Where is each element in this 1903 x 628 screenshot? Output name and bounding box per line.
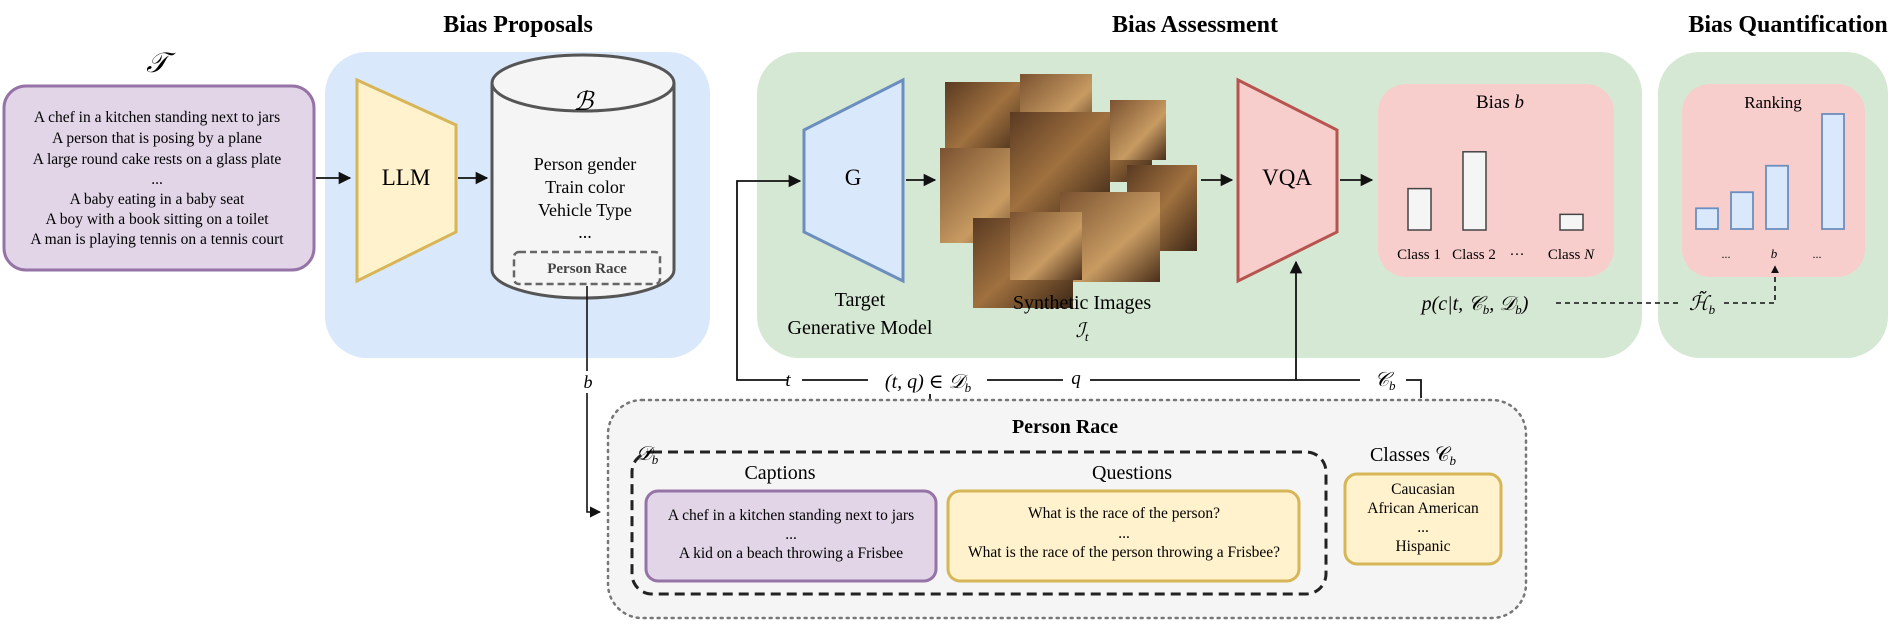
vqa-label: VQA (1262, 165, 1312, 190)
cb-flow-label: 𝒞b (1374, 369, 1396, 393)
captions-box (644, 489, 938, 583)
person-race-title: Person Race (1012, 416, 1118, 438)
bias-class-label: Class 1 (1397, 247, 1441, 263)
caption-line: A large round cake rests on a glass plat… (33, 151, 282, 168)
ranking-bar (1695, 207, 1719, 230)
bias-highlight-label: Person Race (547, 261, 627, 277)
ranking-bar (1765, 164, 1789, 230)
flow-line-left (736, 174, 802, 381)
bias-panel (1378, 84, 1614, 277)
llm-block (355, 77, 458, 284)
bias-db-symbol: ℬ (573, 87, 595, 116)
bias-bar (1407, 187, 1432, 231)
bias-db-item: Train color (545, 177, 625, 197)
class-example: Caucasian (1391, 481, 1455, 498)
caption-line: A person that is posing by a plane (52, 130, 262, 147)
section-title-quantification: Bias Quantification (1688, 12, 1887, 38)
bias-class-label: Class 2 (1452, 247, 1496, 263)
ranking-label: ... (1813, 247, 1822, 261)
caption-example: ... (785, 526, 797, 543)
ranking-label: ... (1722, 247, 1731, 261)
questions-box (946, 489, 1301, 583)
bias-class-label: ··· (1510, 247, 1525, 263)
bias-db-item: ... (578, 222, 592, 242)
class-example: African American (1367, 500, 1479, 517)
questions-header: Questions (1092, 462, 1172, 484)
llm-label: LLM (382, 165, 431, 190)
caption-set-lines: A chef in a kitchen standing next to jar… (30, 109, 284, 248)
q-flow-label: q (1071, 368, 1081, 389)
ranking-label: b (1771, 246, 1778, 261)
question-example: What is the race of the person? (1028, 505, 1220, 522)
synthetic-images-caption: Synthetic Images (1013, 292, 1152, 314)
bias-db-item: Vehicle Type (538, 200, 632, 220)
ranking-bar-group (1695, 113, 1845, 230)
generator-caption: Generative Model (788, 317, 933, 339)
synthetic-image-stack (940, 74, 1197, 308)
bias-bar (1559, 213, 1584, 231)
b-label-bg (578, 371, 598, 393)
caption-example: A chef in a kitchen standing next to jar… (668, 507, 914, 524)
bias-highlight-box (512, 250, 662, 286)
class-example: ... (1417, 519, 1429, 536)
vqa-block (1236, 77, 1339, 284)
bias-database (490, 53, 676, 300)
bias-bar (1462, 151, 1487, 231)
bias-db-item: Person gender (534, 154, 636, 174)
probability-formula: p(c|t, 𝒞b, 𝒟b) (1420, 293, 1529, 317)
arrow-b-to-dataset (586, 286, 602, 518)
caption-line: A chef in a kitchen standing next to jar… (34, 109, 280, 126)
classes-header: Classes 𝒞b (1370, 444, 1457, 468)
caption-line: A baby eating in a baby seat (70, 191, 245, 208)
bias-panel-title: Bias b (1476, 92, 1524, 113)
classes-box (1343, 472, 1503, 566)
dataset-box (630, 450, 1328, 596)
section-title-assessment: Bias Assessment (1112, 12, 1278, 38)
caption-line: ... (151, 171, 163, 188)
tq-flow-label: (t, q) ∈ 𝒟b (885, 371, 972, 395)
caption-example: A kid on a beach throwing a Frisbee (679, 545, 903, 562)
synthetic-image (1010, 212, 1082, 280)
caption-set-box (2, 84, 316, 272)
flow-line-cb-right (1406, 379, 1422, 398)
question-example: ... (1118, 525, 1130, 542)
b-flow-label: b (584, 372, 593, 392)
captions-header: Captions (744, 462, 815, 484)
ranking-title: Ranking (1744, 93, 1802, 112)
ranking-bar (1730, 191, 1754, 230)
dataset-symbol: 𝒟b (636, 443, 659, 467)
generator-label: G (845, 165, 862, 190)
bias-class-label: Class N (1548, 247, 1595, 263)
caption-set-symbol: 𝒯 (146, 48, 176, 79)
class-example: Hispanic (1395, 538, 1450, 555)
dashed-arrow-h-to-ranking (1724, 265, 1779, 304)
ranking-bar (1821, 113, 1845, 230)
question-example: What is the race of the person throwing … (968, 544, 1280, 561)
caption-line: A man is playing tennis on a tennis cour… (30, 231, 284, 248)
synthetic-image (1110, 100, 1166, 160)
section-title-proposals: Bias Proposals (443, 12, 593, 38)
generator-caption: Target (835, 289, 886, 311)
t-flow-label: t (785, 370, 791, 391)
synthetic-image (945, 82, 1020, 160)
caption-line: A boy with a book sitting on a toilet (45, 211, 269, 228)
generator-block (802, 77, 905, 284)
bias-bar-group (1407, 151, 1584, 231)
